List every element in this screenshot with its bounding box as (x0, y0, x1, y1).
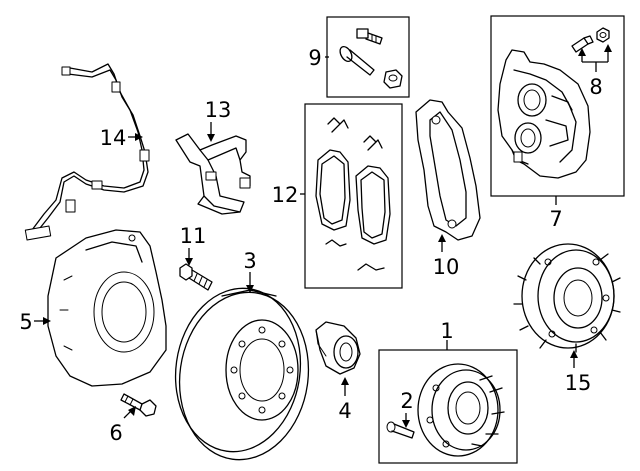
callout-4: 4 (338, 399, 351, 423)
hub-cap (315, 321, 361, 375)
hub-bearing-assembly (417, 363, 505, 457)
leader-lines (34, 44, 612, 428)
callout-6: 6 (109, 421, 122, 445)
abs-sensor-wire (24, 63, 150, 241)
splash-shield (47, 229, 167, 387)
brake-pad-set (315, 117, 391, 271)
bleeder-screws (571, 27, 610, 53)
brake-caliper (497, 49, 591, 179)
callout-13: 13 (205, 98, 232, 122)
caliper-bracket-bolt (179, 263, 213, 291)
callout-1: 1 (440, 319, 453, 343)
callout-9: 9 (308, 46, 321, 70)
callout-10: 10 (433, 255, 460, 279)
caliper-support-bracket (415, 99, 481, 241)
wheel-stud (386, 421, 415, 439)
caliper-guide-pin-kit (339, 28, 403, 89)
callout-7: 7 (549, 207, 562, 231)
callout-3: 3 (243, 249, 256, 273)
callout-2: 2 (400, 389, 413, 413)
wheel-hub (513, 243, 621, 353)
brake-rotor (174, 287, 310, 461)
callout-11: 11 (180, 224, 207, 248)
callout-5: 5 (19, 310, 32, 334)
abs-wire-bracket (175, 133, 251, 215)
box-caliper (490, 15, 625, 197)
callout-14: 14 (100, 126, 127, 150)
callout-15: 15 (565, 371, 592, 395)
box-hub-bearing (378, 349, 518, 464)
box-brake-pads (304, 103, 403, 289)
callout-12: 12 (272, 183, 299, 207)
callout-8: 8 (589, 75, 602, 99)
shield-bolt (120, 393, 157, 417)
